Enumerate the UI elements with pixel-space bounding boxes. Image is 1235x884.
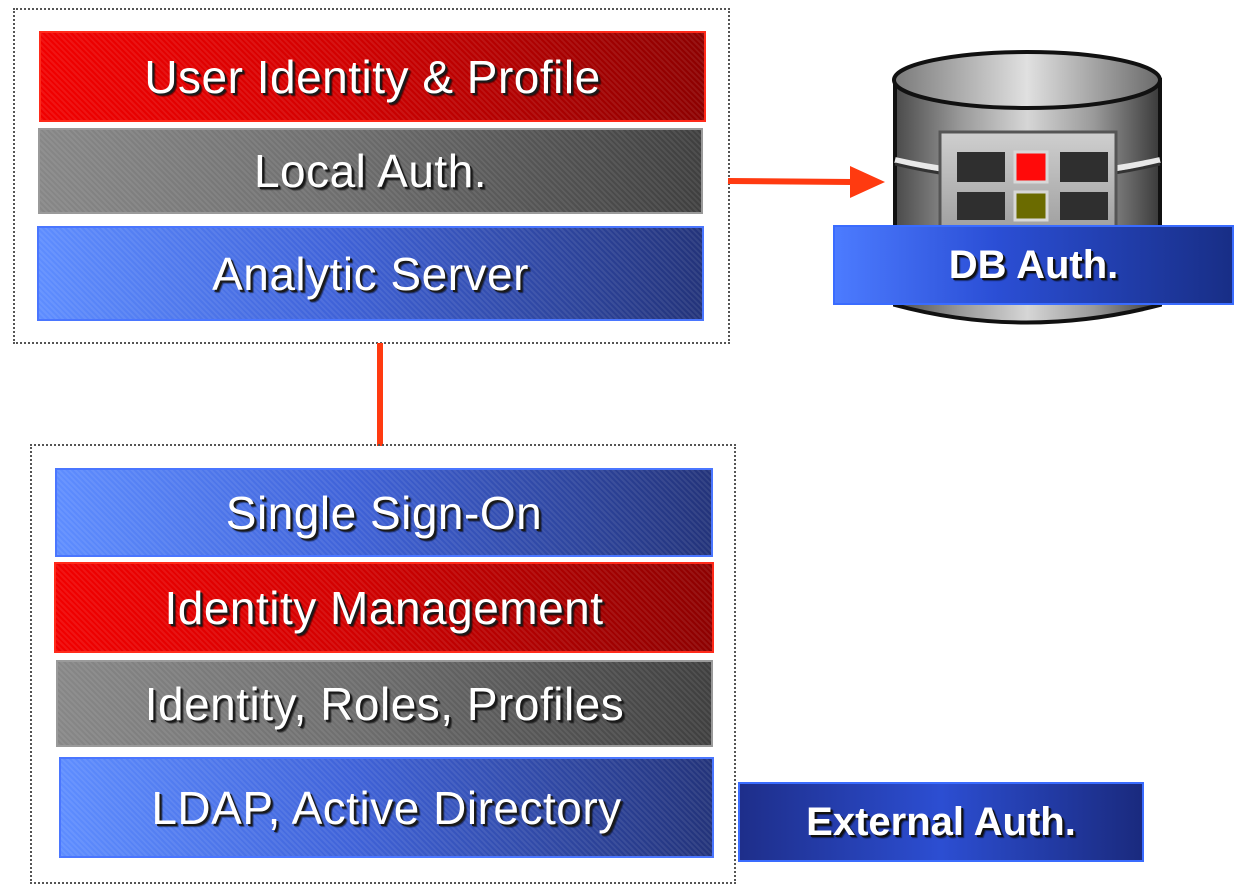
db-auth-badge: DB Auth.: [833, 225, 1234, 305]
db-auth-label: DB Auth.: [948, 242, 1119, 287]
single-sign-on-layer: Single Sign-On: [55, 468, 713, 557]
ldap-active-directory-layer: LDAP, Active Directory: [59, 757, 714, 858]
arrow-line: [727, 178, 853, 185]
vertical-connector: [377, 343, 383, 446]
external-auth-label: External Auth.: [806, 799, 1076, 844]
single-sign-on-label: Single Sign-On: [225, 486, 543, 539]
local-auth-label: Local Auth.: [253, 145, 488, 197]
local-auth-layer: Local Auth.: [38, 128, 703, 214]
user-identity-profile-label: User Identity & Profile: [144, 50, 601, 103]
top-layer-group: [13, 8, 730, 344]
arrow-head: [850, 166, 885, 198]
identity-management-layer: Identity Management: [54, 562, 714, 653]
identity-roles-profiles-layer: Identity, Roles, Profiles: [56, 660, 713, 747]
external-auth-badge: External Auth.: [738, 782, 1144, 862]
identity-roles-profiles-label: Identity, Roles, Profiles: [144, 677, 625, 730]
identity-management-label: Identity Management: [164, 581, 604, 634]
user-identity-profile-layer: User Identity & Profile: [39, 31, 706, 122]
analytic-server-layer: Analytic Server: [37, 226, 704, 321]
analytic-server-label: Analytic Server: [212, 247, 529, 300]
ldap-active-directory-label: LDAP, Active Directory: [151, 781, 622, 834]
